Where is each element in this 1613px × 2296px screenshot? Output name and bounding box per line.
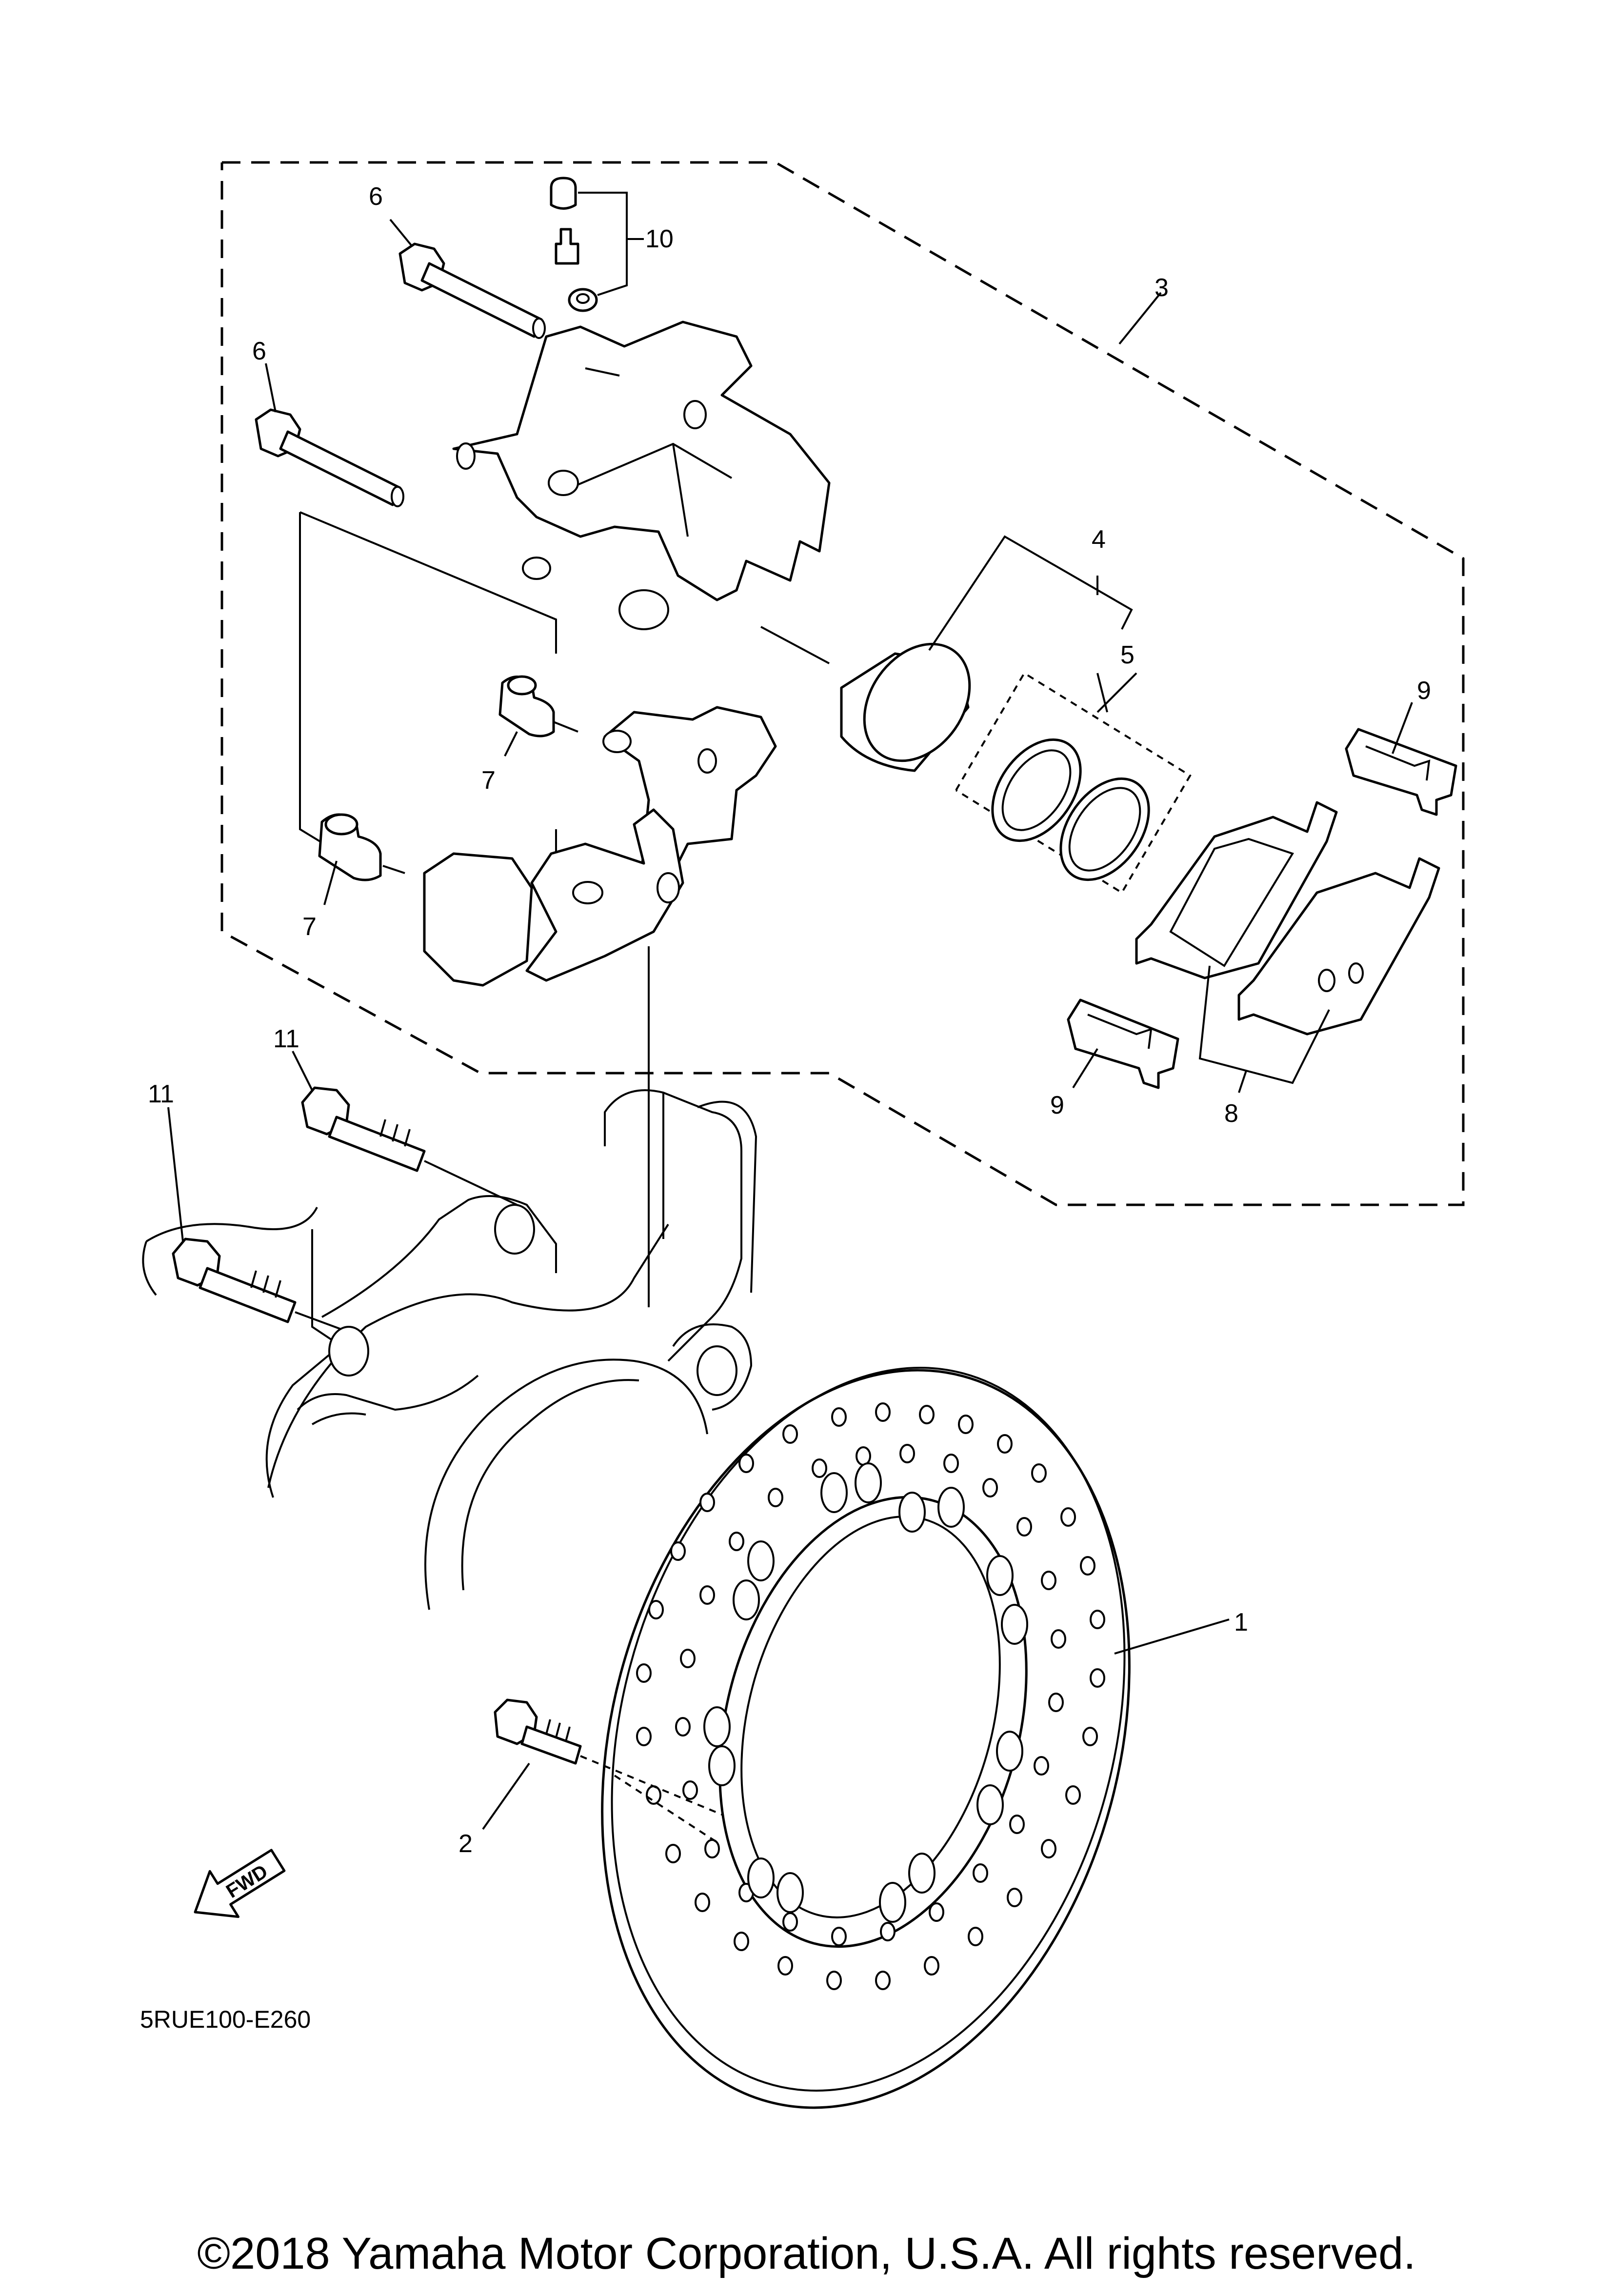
pin-boot-lower <box>318 813 405 881</box>
pad-spring-lower <box>1067 998 1179 1089</box>
callout-6-upper: 6 <box>369 182 383 211</box>
callout-1: 1 <box>1234 1608 1248 1637</box>
fwd-arrow-icon: FWD <box>194 1849 286 1918</box>
callout-9-lower: 9 <box>1050 1091 1064 1119</box>
bleed-screw-set <box>550 177 644 312</box>
caliper-body <box>452 320 831 630</box>
caliper-pin-upper <box>398 242 546 339</box>
diagram-code: 5RUE100-E260 <box>140 2006 311 2033</box>
copyright-notice: ©2018 Yamaha Motor Corporation, U.S.A. A… <box>197 2229 1416 2278</box>
pin-boot-upper <box>498 675 578 738</box>
seal-kit <box>955 672 1192 894</box>
caliper-bracket <box>423 706 777 987</box>
callout-11-upper: 11 <box>273 1025 299 1053</box>
bracket-bolt-upper <box>301 1086 426 1172</box>
disc-vent-holes <box>636 1402 1105 1990</box>
callout-5: 5 <box>1120 641 1135 669</box>
brake-pad-pair <box>1135 801 1440 1093</box>
pad-spring-upper <box>1345 728 1457 816</box>
callout-9-upper: 9 <box>1417 677 1431 705</box>
brake-disc <box>601 1367 1131 2109</box>
callout-11-lower: 11 <box>148 1080 174 1108</box>
callout-labels: 1 2 3 4 5 6 6 7 7 8 9 9 10 11 11 <box>148 182 1431 1858</box>
callout-3: 3 <box>1155 274 1169 302</box>
callout-2: 2 <box>458 1830 473 1858</box>
callout-6-lower: 6 <box>252 337 266 365</box>
disc-bolt <box>494 1698 722 1845</box>
callout-4: 4 <box>1092 525 1106 554</box>
caliper-piston <box>840 642 971 772</box>
callout-8: 8 <box>1224 1099 1238 1128</box>
callout-7-upper: 7 <box>481 766 496 795</box>
swingarm-hub <box>142 1089 757 1610</box>
callout-7-lower: 7 <box>302 913 317 941</box>
callout-10: 10 <box>645 225 674 253</box>
bolt-alignment-lines <box>295 1160 518 1347</box>
bracket-bolt-lower <box>172 1238 297 1323</box>
caliper-pin-lower <box>255 408 404 507</box>
callout-leaders <box>167 219 1413 1830</box>
caliper-assembly-boundary <box>220 161 1465 1206</box>
